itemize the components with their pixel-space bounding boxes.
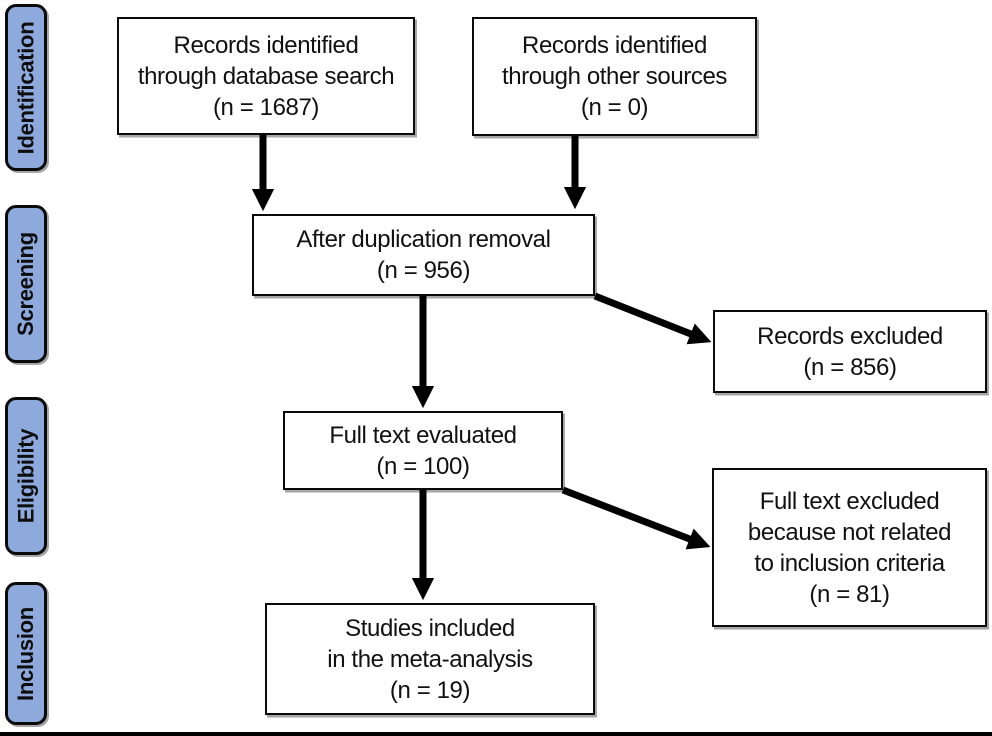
box-text-line: (n = 19) xyxy=(389,676,471,704)
box-records-excluded: Records excluded (n = 856) xyxy=(713,310,987,393)
box-text-line: Studies included xyxy=(345,614,515,642)
stage-identification: Identification xyxy=(5,4,47,171)
box-text-line: (n = 100) xyxy=(376,452,470,480)
stage-eligibility: Eligibility xyxy=(5,397,47,555)
arrow-fulltext-to-fulltext-excluded xyxy=(561,486,711,550)
box-text-line: Records identified xyxy=(522,32,707,59)
bottom-border-line xyxy=(0,732,992,736)
box-text-line: (n = 956) xyxy=(376,257,471,284)
box-text-line: to inclusion criteria xyxy=(754,549,945,577)
box-text-line: (n = 0) xyxy=(580,94,649,121)
box-text-line: through other sources xyxy=(501,63,728,90)
stage-eligibility-label: Eligibility xyxy=(13,428,38,524)
box-text-line: After duplication removal xyxy=(296,226,551,253)
box-full-text-excluded: Full text excluded because not related t… xyxy=(712,468,987,627)
stage-screening-label: Screening xyxy=(13,232,39,336)
box-studies-included: Studies included in the meta-analysis (n… xyxy=(265,603,595,715)
box-full-text-evaluated: Full text evaluated (n = 100) xyxy=(283,411,563,490)
box-text-line: through database search xyxy=(137,62,395,90)
box-records-identified-other: Records identified through other sources… xyxy=(472,17,757,136)
stage-inclusion-label: Inclusion xyxy=(13,606,38,701)
box-text-line: Records excluded xyxy=(757,322,943,350)
box-text-line: because not related xyxy=(747,518,952,546)
arrow-dedup-to-records-excluded xyxy=(593,292,712,345)
box-records-identified-database: Records identified through database sear… xyxy=(117,17,415,135)
stage-inclusion: Inclusion xyxy=(5,582,47,725)
box-after-duplication-removal: After duplication removal (n = 956) xyxy=(252,214,595,296)
box-text-line: (n = 81) xyxy=(809,580,890,608)
box-text-line: Records identified xyxy=(173,31,359,59)
box-text-line: in the meta-analysis xyxy=(327,645,533,673)
box-text-line: Full text evaluated xyxy=(329,421,517,449)
stage-screening: Screening xyxy=(5,205,47,363)
box-text-line: (n = 1687) xyxy=(212,93,320,121)
box-text-line: Full text excluded xyxy=(759,487,940,515)
stage-identification-label: Identification xyxy=(13,21,39,154)
box-text-line: (n = 856) xyxy=(803,353,897,381)
